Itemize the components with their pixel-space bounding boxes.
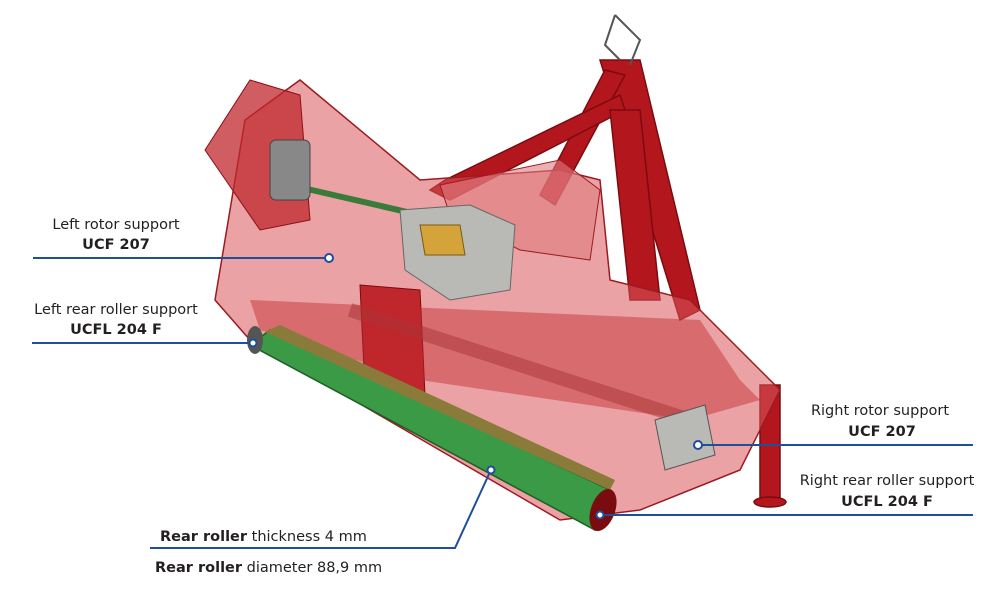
housing xyxy=(204,79,781,521)
anchor-left-rotor xyxy=(324,253,334,263)
right-rotor-plate xyxy=(654,404,716,471)
left-rotor-title: Left rotor support xyxy=(52,217,180,233)
right-rear-roller-title: Right rear roller support xyxy=(799,473,975,489)
left-rear-roller-title: Left rear roller support xyxy=(34,302,198,318)
anchor-left-roller xyxy=(248,338,258,348)
gearbox xyxy=(399,204,516,301)
leader-rear-roller xyxy=(150,471,491,549)
right-rear-roller-code: UCFL 204 F xyxy=(841,494,933,510)
right-rotor-code: UCF 207 xyxy=(848,424,916,440)
anchor-right-rotor xyxy=(693,440,703,450)
anchor-rear-roller xyxy=(486,465,496,475)
rear-roller xyxy=(247,325,617,532)
rear-roller-thickness-bold: Rear roller xyxy=(160,529,248,545)
rear-roller-diameter-bold: Rear roller xyxy=(155,560,243,576)
anchor-right-roller xyxy=(595,510,605,520)
right-rotor-title: Right rotor support xyxy=(810,403,950,419)
rear-roller-thickness-text: thickness 4 mm xyxy=(247,529,367,545)
leader-lines xyxy=(32,253,973,549)
left-rear-roller-code: UCFL 204 F xyxy=(70,322,162,338)
left-bearing xyxy=(269,139,311,201)
chain-icon xyxy=(603,14,642,66)
left-rotor-code: UCF 207 xyxy=(82,237,150,253)
rear-roller-thickness: Rear roller thickness 4 mm xyxy=(160,528,367,546)
rear-roller-diameter-text: diameter 88,9 mm xyxy=(242,560,383,576)
rear-roller-diameter: Rear roller diameter 88,9 mm xyxy=(155,559,382,577)
